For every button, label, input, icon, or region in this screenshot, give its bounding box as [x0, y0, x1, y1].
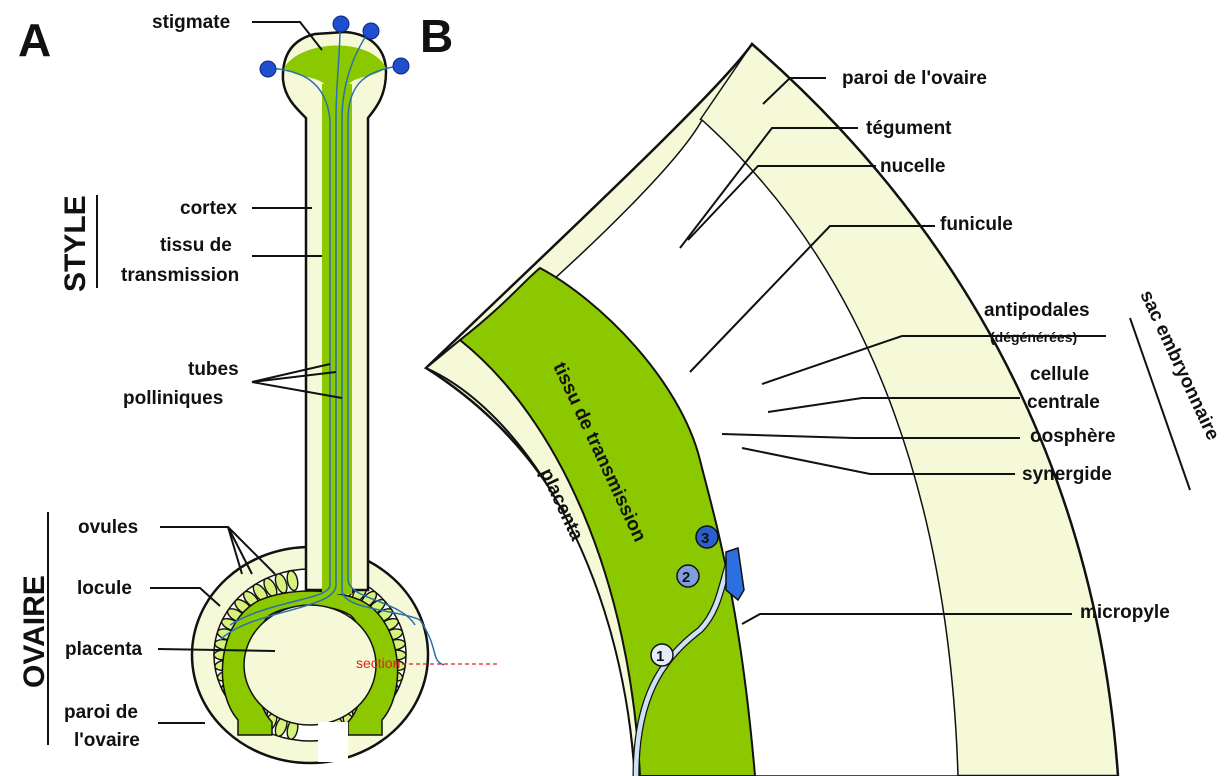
cortex-label: cortex: [180, 198, 237, 219]
nucelle-label: nucelle: [880, 156, 945, 177]
ovules-label: ovules: [78, 517, 138, 538]
panel-a: A section stigmate: [18, 12, 500, 763]
step-3: 3: [696, 526, 718, 548]
antipodales-label: antipodales: [984, 300, 1090, 321]
placenta-label-a: placenta: [65, 639, 143, 660]
sac-label: sac embryonnaire: [1135, 287, 1223, 443]
step-2-label: 2: [682, 569, 690, 586]
locule-label: locule: [77, 578, 132, 599]
section-label: section: [356, 655, 400, 671]
paroi-label-b: paroi de l'ovaire: [842, 68, 987, 89]
tegument-label: tégument: [866, 118, 952, 139]
paroi-label-l1: paroi de: [64, 702, 138, 723]
cellule-label: cellule: [1030, 364, 1089, 385]
paroi-label-l2: l'ovaire: [74, 730, 140, 751]
synergide-label: synergide: [1022, 464, 1112, 485]
tubes-label-l1: tubes: [188, 359, 239, 380]
oosphere-label: oosphère: [1030, 426, 1116, 447]
step-3-label: 3: [701, 530, 709, 547]
micropyle-label: micropyle: [1080, 602, 1170, 623]
tissu-label-l2: transmission: [121, 265, 239, 286]
step-2: 2: [677, 565, 699, 587]
funicule-label: funicule: [940, 214, 1013, 235]
tissu-label-l1: tissu de: [160, 235, 232, 256]
centrale-label: centrale: [1027, 392, 1100, 413]
step-1: 1: [651, 644, 673, 666]
panel-b: B 1 2 3 placenta tissu de transmi: [420, 10, 1223, 776]
style-vertical-label: STYLE: [59, 195, 92, 292]
panel-b-letter: B: [420, 10, 453, 62]
ovaire-vertical-label: OVAIRE: [18, 575, 51, 688]
tubes-label-l2: polliniques: [123, 388, 223, 409]
step-1-label: 1: [656, 648, 664, 665]
stigmate-label: stigmate: [152, 12, 230, 33]
panel-a-letter: A: [18, 14, 51, 66]
ovary-bottom-gap: [318, 722, 348, 762]
